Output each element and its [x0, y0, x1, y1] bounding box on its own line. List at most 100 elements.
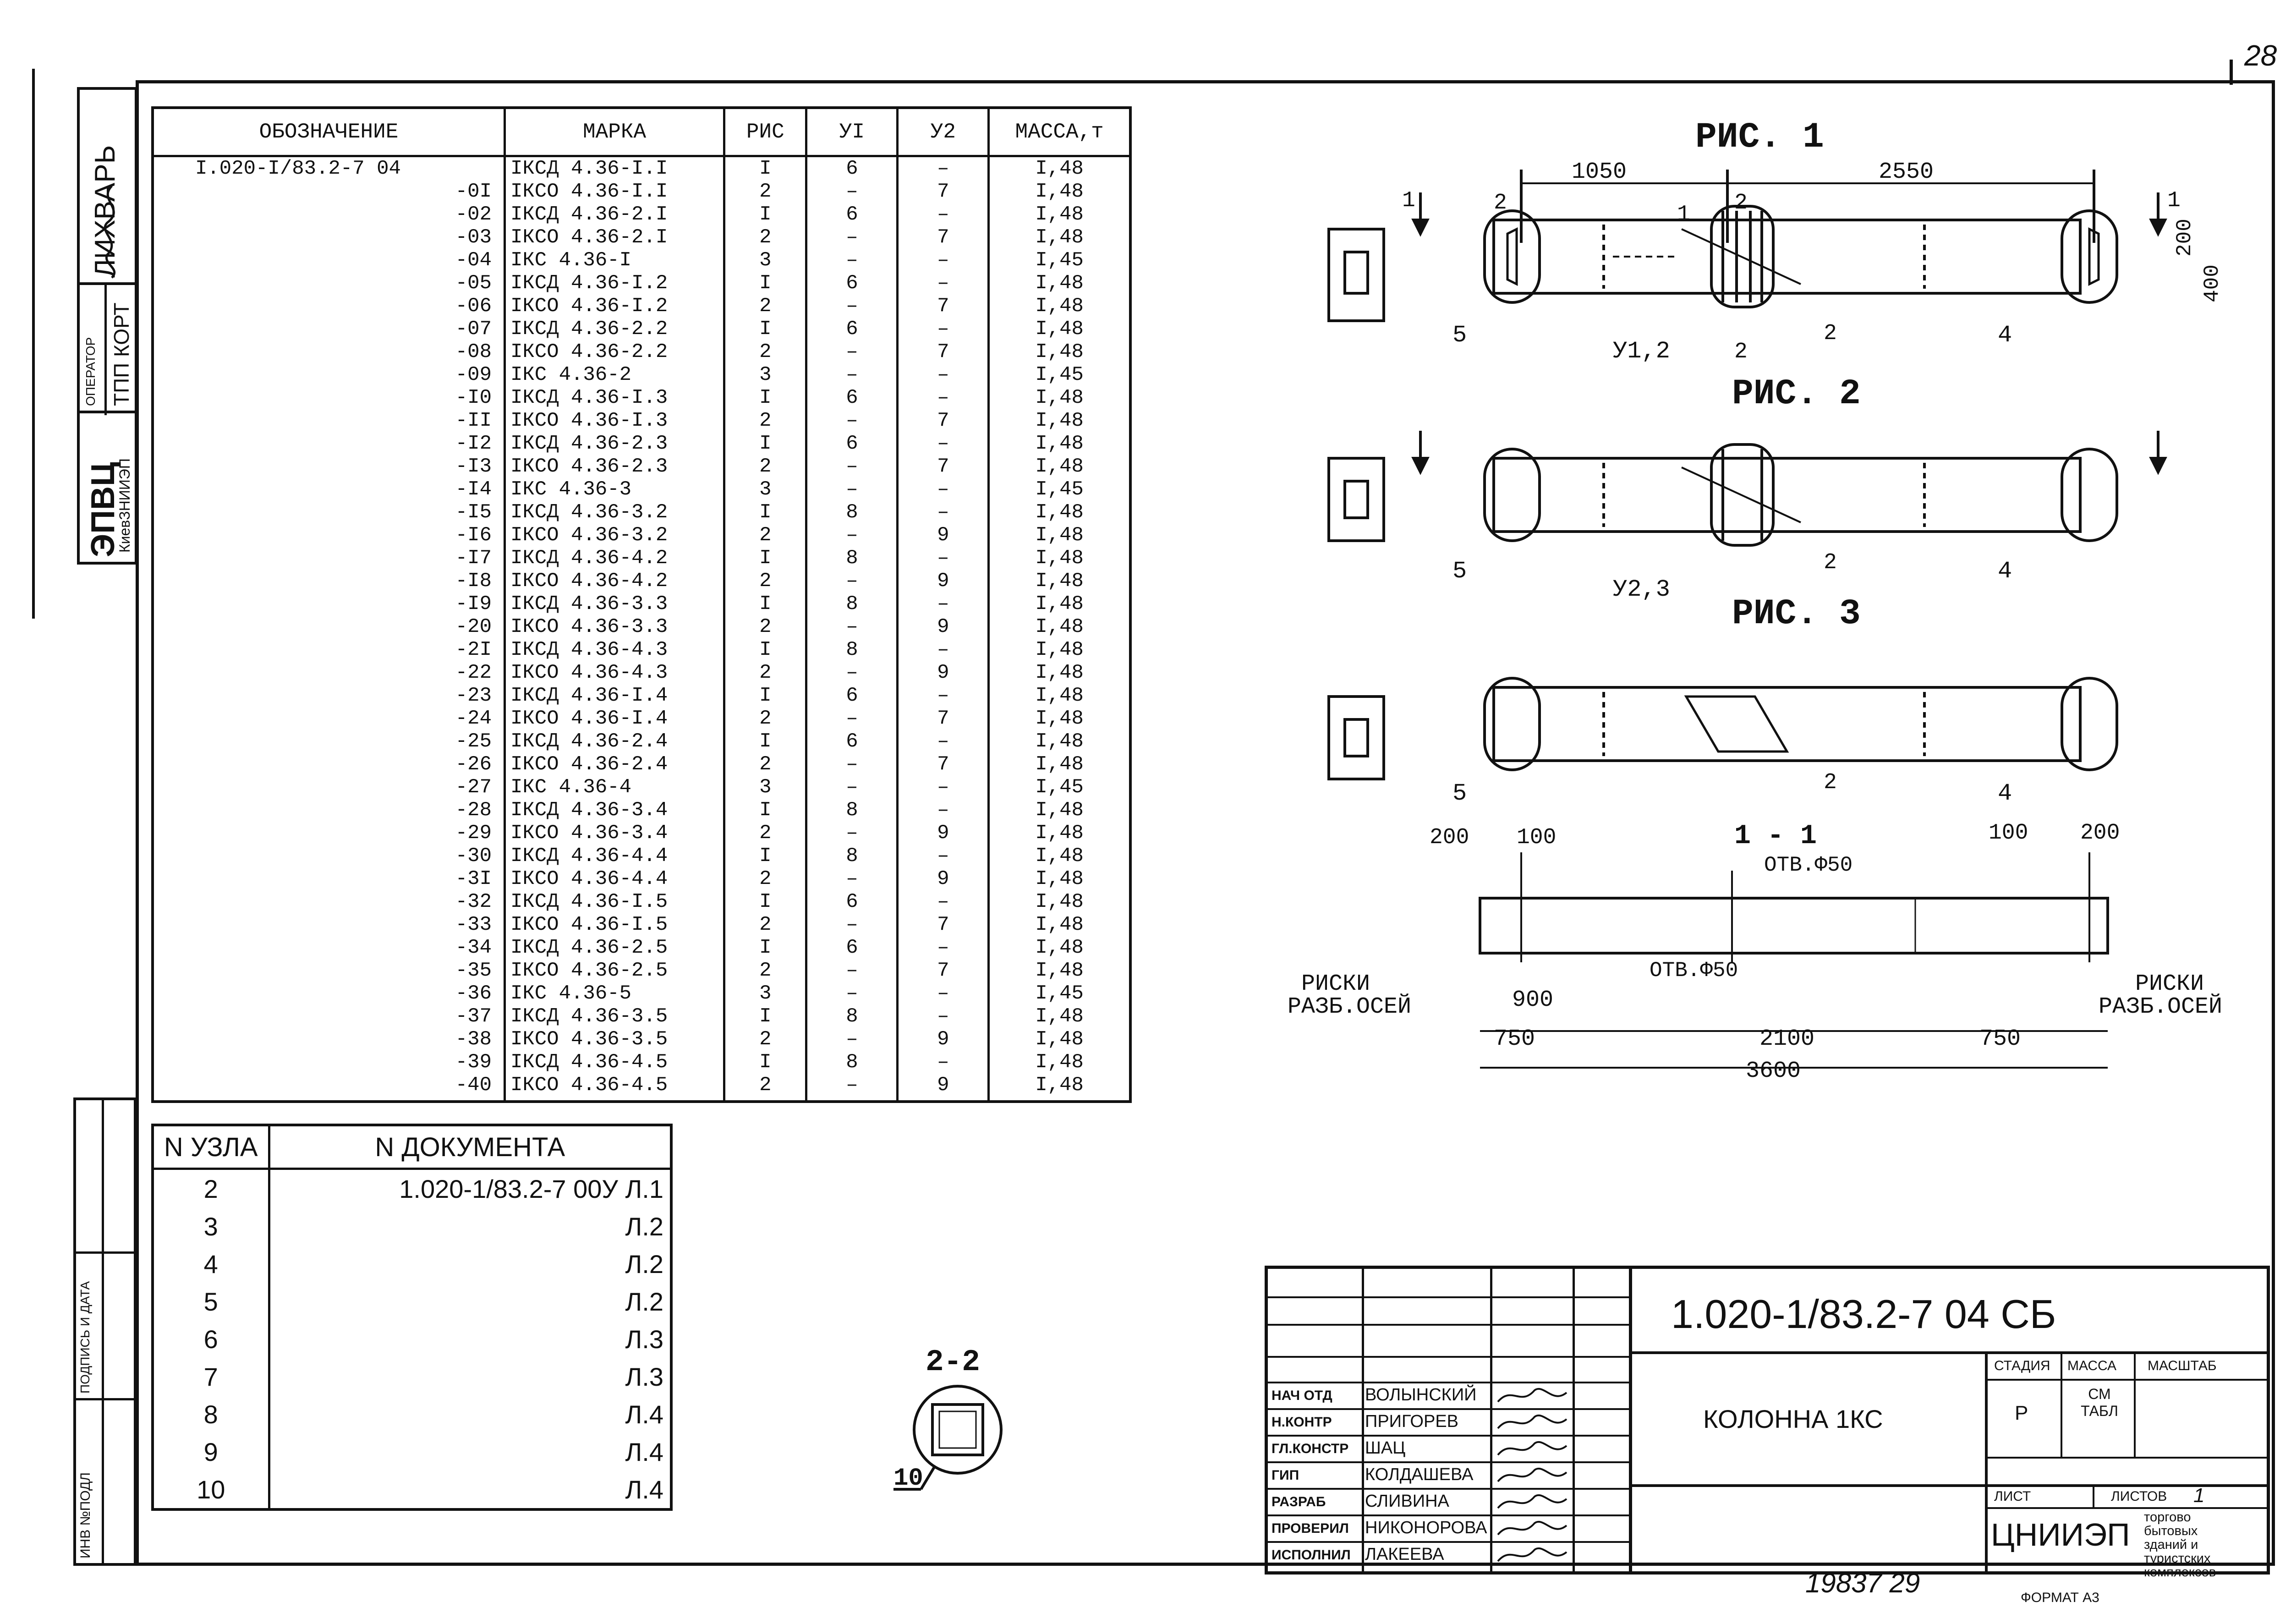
spec-cell-designation: -34 — [151, 936, 506, 959]
fig1-dim-200: 200 — [2173, 219, 2197, 257]
node-number: 5 — [151, 1283, 270, 1320]
spec-filler-cell — [805, 1097, 899, 1102]
people-name: ВОЛЫНСКИЙ — [1365, 1385, 1477, 1405]
spec-cell-fig: I — [723, 799, 808, 822]
mass-label: МАССА — [2067, 1358, 2117, 1373]
node-document: 1.020-1/83.2-7 00У Л.1 — [268, 1169, 673, 1207]
spec-cell-fig: I — [723, 593, 808, 615]
spec-cell-mark: IКСО 4.36-2.I — [503, 226, 726, 249]
spec-cell-u1: – — [805, 661, 899, 684]
spec-cell-u2: – — [896, 386, 990, 409]
header-fig: РИС — [723, 106, 808, 157]
stamp-operator-value: ТПП КОРТ — [110, 302, 133, 406]
spec-cell-u2: – — [896, 890, 990, 913]
spec-cell-mass: I,48 — [987, 524, 1132, 547]
spec-cell-designation: -30 — [151, 845, 506, 867]
spec-cell-mark: IКСД 4.36-2.3 — [503, 432, 726, 455]
spec-cell-u2: 9 — [896, 1028, 990, 1051]
spec-cell-fig: 2 — [723, 753, 808, 776]
spec-cell-u1: 6 — [805, 386, 899, 409]
spec-cell-fig: 2 — [723, 409, 808, 432]
scale-label: МАСШТАБ — [2148, 1358, 2217, 1373]
spec-cell-mass: I,45 — [987, 249, 1132, 272]
section-2-2: 2-2 10 — [893, 1345, 1003, 1492]
spec-cell-fig: 2 — [723, 615, 808, 638]
spec-cell-mass: I,48 — [987, 661, 1132, 684]
spec-cell-u1: – — [805, 478, 899, 501]
signature-mark — [1497, 1388, 1568, 1403]
spec-cell-mark: IКСД 4.36-3.5 — [503, 1005, 726, 1028]
fig1-label-1-right: 1 — [2167, 188, 2181, 213]
spec-cell-designation: -29 — [151, 822, 506, 845]
spec-filler-cell — [503, 1097, 726, 1102]
spec-cell-u1: 8 — [805, 593, 899, 615]
spec-cell-designation: -23 — [151, 684, 506, 707]
spec-cell-mass: I,48 — [987, 1028, 1132, 1051]
spec-cell-mark: IКС 4.36-4 — [503, 776, 726, 799]
spec-cell-designation: -07 — [151, 318, 506, 340]
spec-cell-designation: -08 — [151, 340, 506, 363]
people-role: ГЛ.КОНСТР — [1272, 1441, 1349, 1456]
spec-cell-u2: 7 — [896, 913, 990, 936]
spec-cell-u2: 7 — [896, 753, 990, 776]
s11-dim-100-left: 100 — [1517, 825, 1556, 850]
drawing-name: КОЛОННА 1КС — [1703, 1405, 1883, 1433]
spec-filler-row — [151, 1097, 1132, 1102]
spec-cell-u2: 9 — [896, 867, 990, 890]
s11-dim-100-right: 100 — [1989, 821, 2028, 845]
spec-cell-mark: IКСО 4.36-3.4 — [503, 822, 726, 845]
people-role: ПРОВЕРИЛ — [1272, 1521, 1349, 1536]
spec-cell-mass: I,48 — [987, 295, 1132, 318]
spec-cell-u2: – — [896, 982, 990, 1005]
spec-cell-fig: 2 — [723, 707, 808, 730]
spec-cell-designation: -26 — [151, 753, 506, 776]
spec-cell-mass: I,48 — [987, 156, 1132, 180]
stamp-operator-label: ОПЕРАТОР — [83, 337, 98, 406]
signature-mark — [1497, 1494, 1568, 1509]
spec-cell-u1: – — [805, 249, 899, 272]
s11-raz-left: РАЗБ.ОСЕЙ — [1288, 993, 1411, 1020]
spec-cell-mass: I,48 — [987, 936, 1132, 959]
spec-cell-designation: -35 — [151, 959, 506, 982]
spec-cell-fig: I — [723, 890, 808, 913]
spec-cell-u2: – — [896, 799, 990, 822]
spec-cell-u2: 7 — [896, 340, 990, 363]
sheets-label: ЛИСТОВ — [2111, 1489, 2167, 1504]
spec-cell-mass: I,48 — [987, 730, 1132, 753]
header-node-no: N УЗЛА — [151, 1124, 270, 1170]
spec-cell-mark: IКСД 4.36-4.4 — [503, 845, 726, 867]
spec-cell-mass: I,48 — [987, 432, 1132, 455]
spec-cell-u1: – — [805, 913, 899, 936]
node-document: Л.2 — [268, 1245, 673, 1283]
spec-cell-mass: I,48 — [987, 340, 1132, 363]
signature-mark — [1497, 1520, 1568, 1536]
signature-lichvar — [104, 185, 116, 279]
header-doc-no: N ДОКУМЕНТА — [268, 1124, 673, 1170]
spec-cell-u2: 7 — [896, 455, 990, 478]
people-name: СЛИВИНА — [1365, 1492, 1449, 1511]
spec-cell-mass: I,45 — [987, 363, 1132, 386]
spec-cell-u2: – — [896, 249, 990, 272]
spec-cell-fig: 2 — [723, 295, 808, 318]
fig1-dim-2550: 2550 — [1879, 159, 1934, 185]
spec-cell-mark: IКСД 4.36-I.5 — [503, 890, 726, 913]
spec-cell-fig: 2 — [723, 524, 808, 547]
spec-cell-fig: I — [723, 501, 808, 524]
spec-cell-mass: I,48 — [987, 386, 1132, 409]
spec-cell-mark: IКСО 4.36-I.5 — [503, 913, 726, 936]
spec-cell-u2: 9 — [896, 822, 990, 845]
spec-cell-mark: IКСО 4.36-I.I — [503, 180, 726, 203]
fig3-title: РИС. 3 — [1732, 594, 1861, 634]
inv-label: ИНВ №ПОДЛ — [78, 1472, 93, 1558]
spec-cell-u2: 7 — [896, 180, 990, 203]
s11-riski-right: РИСКИ — [2135, 971, 2204, 997]
spec-cell-mark: IКСО 4.36-2.4 — [503, 753, 726, 776]
spec-cell-mark: IКС 4.36-2 — [503, 363, 726, 386]
spec-cell-fig: I — [723, 203, 808, 226]
